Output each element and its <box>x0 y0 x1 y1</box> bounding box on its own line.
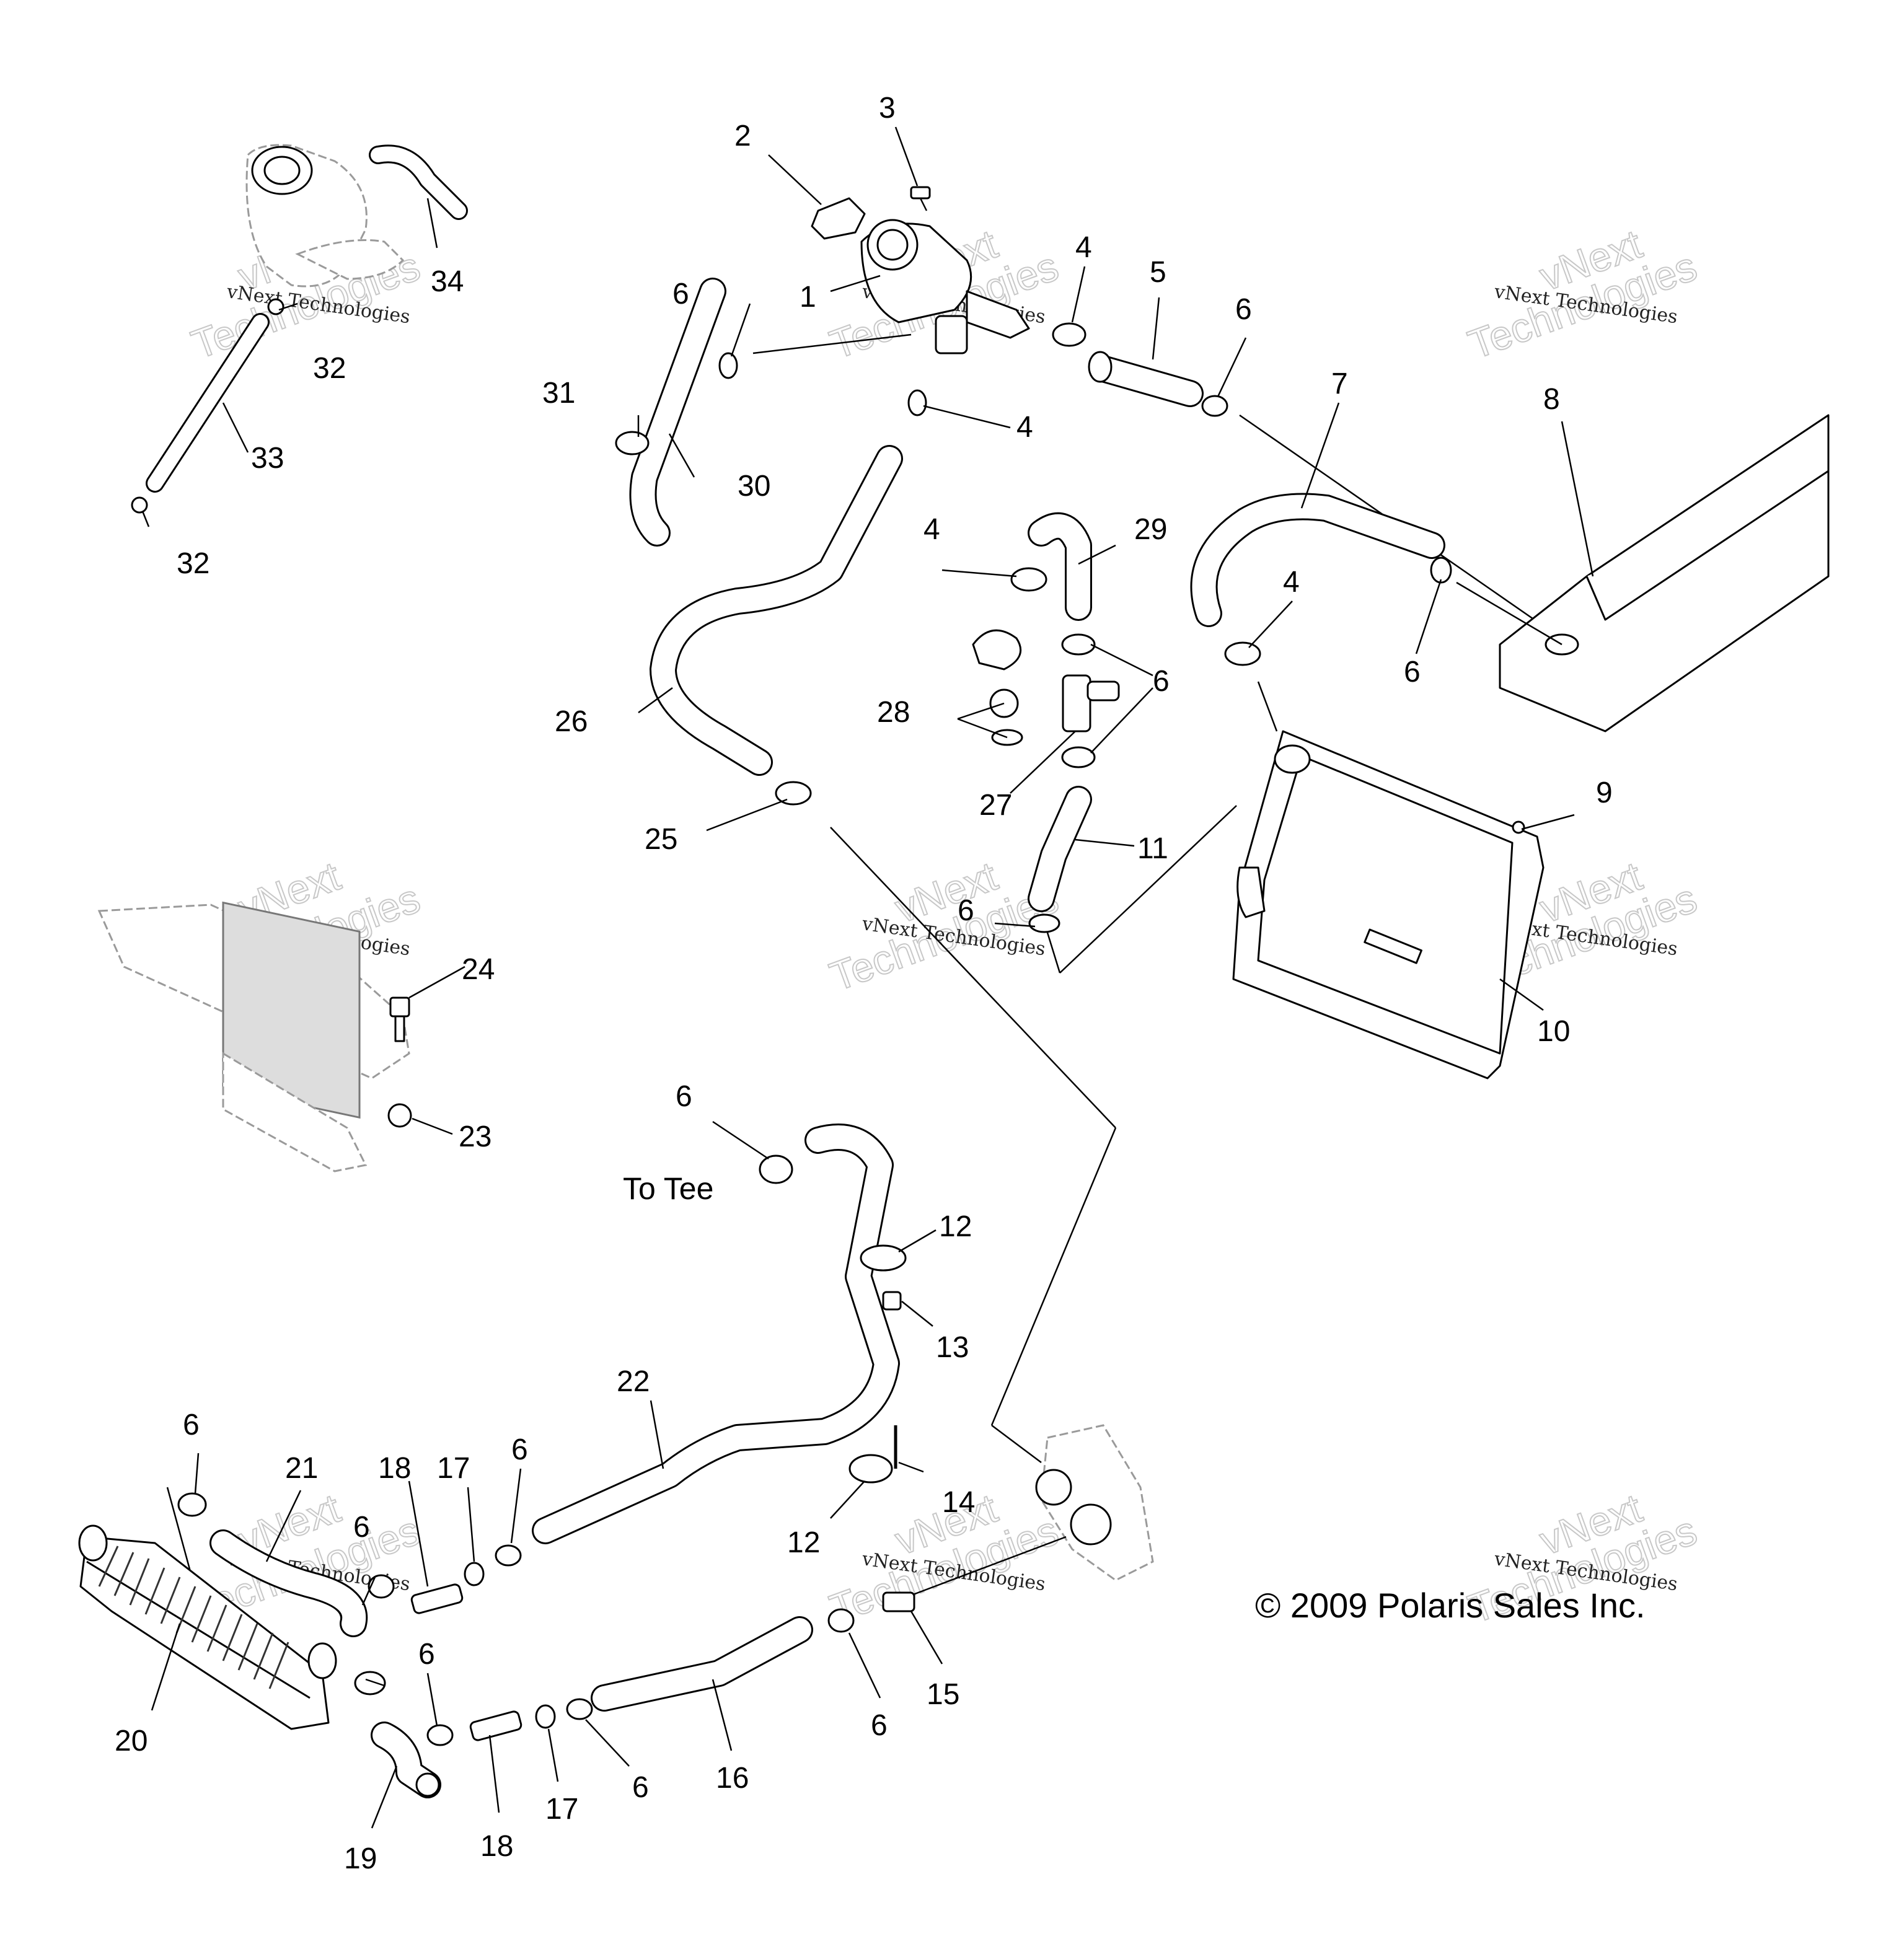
callout-6: 6 <box>632 1771 649 1804</box>
part-17-ring-lower <box>535 1704 556 1729</box>
callout-10: 10 <box>1537 1015 1570 1048</box>
part-1-filler-neck <box>860 219 1030 354</box>
callout-2: 2 <box>734 120 751 152</box>
callout-4: 4 <box>1283 566 1300 599</box>
callout-26: 26 <box>555 705 588 738</box>
part-2-pressure-cap <box>811 197 866 240</box>
part-3-screw <box>910 186 931 211</box>
callout-4: 4 <box>1075 231 1092 264</box>
callout-32: 32 <box>177 547 209 580</box>
callout-6: 6 <box>1404 656 1421 688</box>
callout-5: 5 <box>1150 256 1166 289</box>
part-15-fitting <box>882 1591 915 1612</box>
part-24-bolt <box>389 996 410 1042</box>
callout-20: 20 <box>115 1725 148 1757</box>
callout-32: 32 <box>313 352 346 385</box>
callout-30: 30 <box>738 470 770 503</box>
callout-13: 13 <box>936 1331 969 1364</box>
part-18-connector-lower <box>469 1710 522 1741</box>
part-32-clamps <box>131 298 284 514</box>
callout-23: 23 <box>459 1120 491 1153</box>
part-10-radiator <box>1232 730 1545 1080</box>
callout-33: 33 <box>251 442 284 475</box>
part-26-hose <box>650 445 903 776</box>
part-34-hose <box>369 144 468 220</box>
ghost-radiator-mount-left <box>97 901 410 1172</box>
callout-6: 6 <box>672 278 689 310</box>
callout-21: 21 <box>285 1452 318 1485</box>
callout-12: 12 <box>939 1210 972 1243</box>
part-30-hose <box>629 278 726 547</box>
watermark-3: vNext Technologies vNext Technologies <box>1461 220 1703 368</box>
part-31-clamp <box>615 431 650 455</box>
copyright-notice: © 2009 Polaris Sales Inc. <box>1255 1586 1646 1625</box>
callout-8: 8 <box>1543 383 1560 416</box>
part-25-clamp <box>775 781 812 806</box>
callout-18: 18 <box>378 1452 411 1485</box>
callout-18: 18 <box>480 1830 513 1863</box>
callout-25: 25 <box>645 823 677 856</box>
callout-6: 6 <box>958 894 974 927</box>
part-6-clamps <box>177 352 1452 1746</box>
ghost-water-pump <box>1035 1424 1154 1581</box>
part-22-hose <box>532 1124 900 1544</box>
callout-27: 27 <box>979 789 1012 822</box>
part-7-hose <box>1190 493 1445 627</box>
ghost-engine-top-left <box>245 144 405 288</box>
callout-31: 31 <box>542 377 575 410</box>
callout-6: 6 <box>676 1080 692 1113</box>
callout-22: 22 <box>617 1365 650 1398</box>
callout-11: 11 <box>1137 832 1168 865</box>
callout-7: 7 <box>1331 367 1348 400</box>
callout-29: 29 <box>1134 513 1167 546</box>
part-5-hose <box>1088 351 1204 407</box>
callout-labels: 1 2 3 4 4 4 4 5 6 6 6 6 6 6 6 6 6 6 6 6 … <box>115 92 1613 1875</box>
part-4-clamps <box>907 322 1261 666</box>
callout-6: 6 <box>353 1511 370 1544</box>
part-9-bolt <box>1512 820 1525 834</box>
part-23-nut <box>387 1103 412 1128</box>
part-29-elbow-hose <box>1028 512 1092 621</box>
part-12-clip-lower <box>848 1454 893 1484</box>
part-12-clip-upper <box>860 1244 907 1272</box>
part-18-connector-upper <box>410 1583 464 1614</box>
callout-19: 19 <box>344 1842 377 1875</box>
part-17-ring-upper <box>464 1562 485 1586</box>
callout-6: 6 <box>418 1638 435 1671</box>
callout-14: 14 <box>942 1486 975 1519</box>
callout-6: 6 <box>511 1433 528 1466</box>
callout-24: 24 <box>462 953 495 986</box>
callout-4: 4 <box>923 513 940 546</box>
part-20-heat-exchanger <box>78 1524 337 1730</box>
callout-28: 28 <box>877 696 910 729</box>
part-16-hose <box>591 1616 813 1712</box>
callout-17: 17 <box>545 1793 578 1826</box>
callout-34: 34 <box>431 265 464 298</box>
callout-6: 6 <box>183 1409 200 1441</box>
callout-16: 16 <box>716 1762 749 1795</box>
callout-17: 17 <box>437 1452 470 1485</box>
callout-1: 1 <box>800 281 816 314</box>
part-19-elbow <box>371 1722 441 1798</box>
part-21-hose <box>209 1529 368 1637</box>
note-to-tee: To Tee <box>623 1171 713 1206</box>
callout-4: 4 <box>1016 411 1033 444</box>
callout-15: 15 <box>927 1678 959 1711</box>
part-8-rail <box>1456 414 1830 732</box>
part-27-tee <box>1062 674 1120 732</box>
callout-12: 12 <box>787 1526 820 1559</box>
callout-6: 6 <box>1153 665 1170 698</box>
callout-6: 6 <box>871 1709 888 1742</box>
callout-6: 6 <box>1235 293 1252 326</box>
part-11-hose <box>1028 786 1092 912</box>
leader-lines <box>141 126 1594 1829</box>
part-33-tube <box>146 313 270 493</box>
callout-3: 3 <box>879 92 896 125</box>
part-13-bolt <box>882 1291 902 1311</box>
callout-9: 9 <box>1596 776 1613 809</box>
